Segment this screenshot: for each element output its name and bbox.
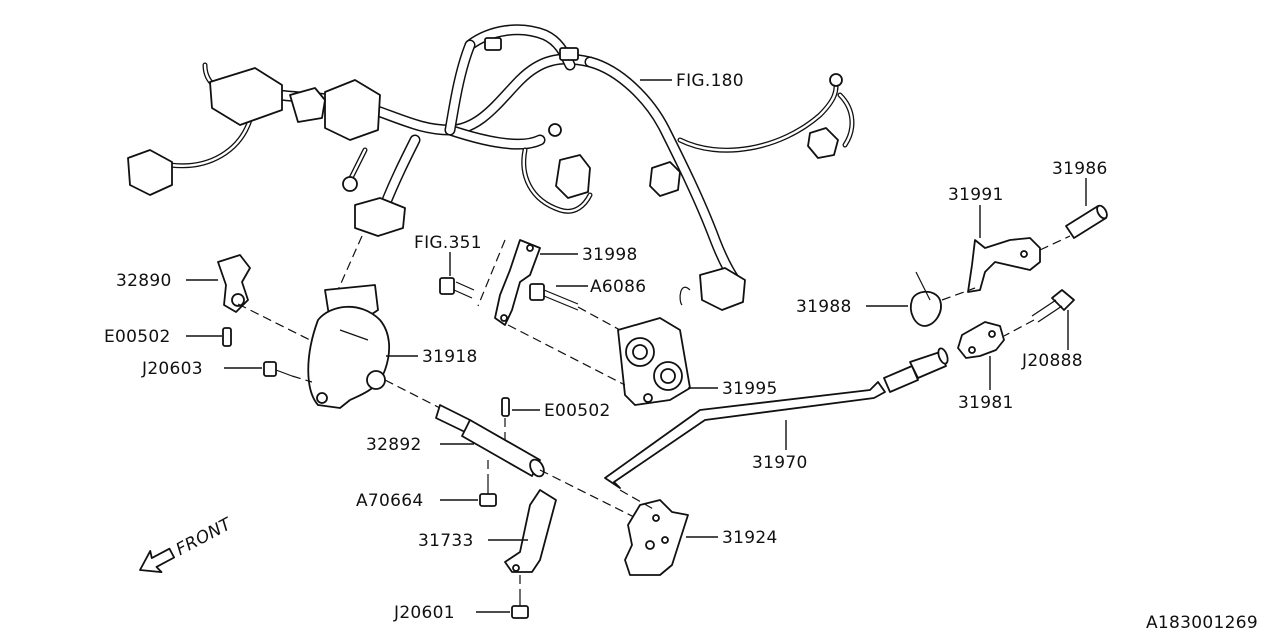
callout-31970: 31970	[752, 453, 808, 473]
pin-e00502-right	[501, 397, 510, 440]
callout-fig351: FIG.351	[414, 233, 482, 253]
bracket-31733	[504, 489, 557, 595]
callout-31991: 31991	[948, 185, 1004, 205]
callout-j20888: J20888	[1021, 351, 1083, 371]
detent-plate-31924	[624, 499, 689, 576]
bolt-j20888	[1003, 289, 1075, 337]
pin-31986	[1065, 204, 1108, 239]
lever-32890	[217, 254, 311, 341]
bolt-fig351	[439, 277, 475, 299]
callout-j20601: J20601	[393, 603, 455, 623]
callout-e00502-right: E00502	[544, 401, 611, 421]
bolt-a6086	[529, 283, 621, 331]
callout-31918: 31918	[422, 347, 478, 367]
catalog-number: A183001269	[1146, 613, 1258, 633]
callout-31733: 31733	[418, 531, 474, 551]
callout-31995: 31995	[722, 379, 778, 399]
callout-32892: 32892	[366, 435, 422, 455]
callout-31986: 31986	[1052, 159, 1108, 179]
callout-31924: 31924	[722, 528, 778, 548]
wiring-harness	[127, 24, 855, 311]
bolt-j20603	[263, 361, 313, 383]
bracket-31981	[957, 321, 1005, 359]
pin-e00502-left	[222, 327, 232, 347]
clip-31988	[910, 271, 976, 327]
front-arrow: FRONT	[139, 514, 236, 574]
callout-a70664: A70664	[356, 491, 424, 511]
bracket-31991	[967, 235, 1071, 293]
shaft-32892	[384, 379, 641, 521]
rod-31970	[604, 347, 949, 511]
front-label: FRONT	[173, 514, 236, 560]
callout-31981: 31981	[958, 393, 1014, 413]
callout-31998: 31998	[582, 245, 638, 265]
callout-fig180: FIG.180	[676, 71, 744, 91]
solenoid-31995	[507, 317, 691, 406]
callout-j20603: J20603	[141, 359, 203, 379]
bolt-a70664	[479, 460, 497, 507]
callout-31988: 31988	[796, 297, 852, 317]
bolt-j20601	[511, 595, 529, 619]
callout-32890: 32890	[116, 271, 172, 291]
callout-e00502-left: E00502	[104, 327, 171, 347]
inhibitor-switch-31918	[307, 235, 391, 409]
callout-a6086: A6086	[590, 277, 646, 297]
bracket-31998	[477, 239, 541, 326]
